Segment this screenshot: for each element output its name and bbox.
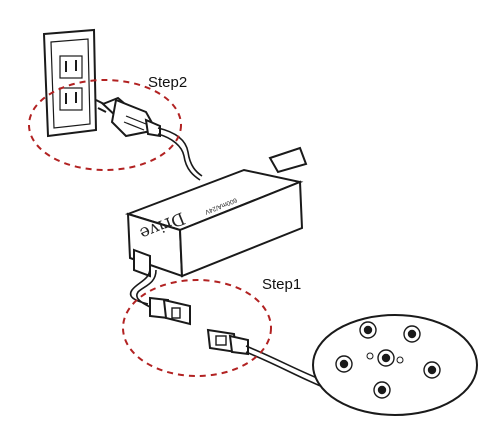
step1-highlight-circle <box>122 279 272 377</box>
step1-label: Step1 <box>262 276 301 293</box>
led-side-connector-icon <box>206 328 249 356</box>
ac-cable <box>157 127 203 181</box>
step2-highlight-circle <box>28 79 182 171</box>
power-plug-icon <box>95 96 161 138</box>
led-driver-icon: Drive 600mA/24V <box>124 146 308 278</box>
led-emitter <box>335 321 441 399</box>
wall-outlet-icon <box>42 28 98 138</box>
cable-connector-icon <box>149 296 191 326</box>
led-board-icon <box>312 314 478 416</box>
step2-label: Step2 <box>148 74 187 91</box>
